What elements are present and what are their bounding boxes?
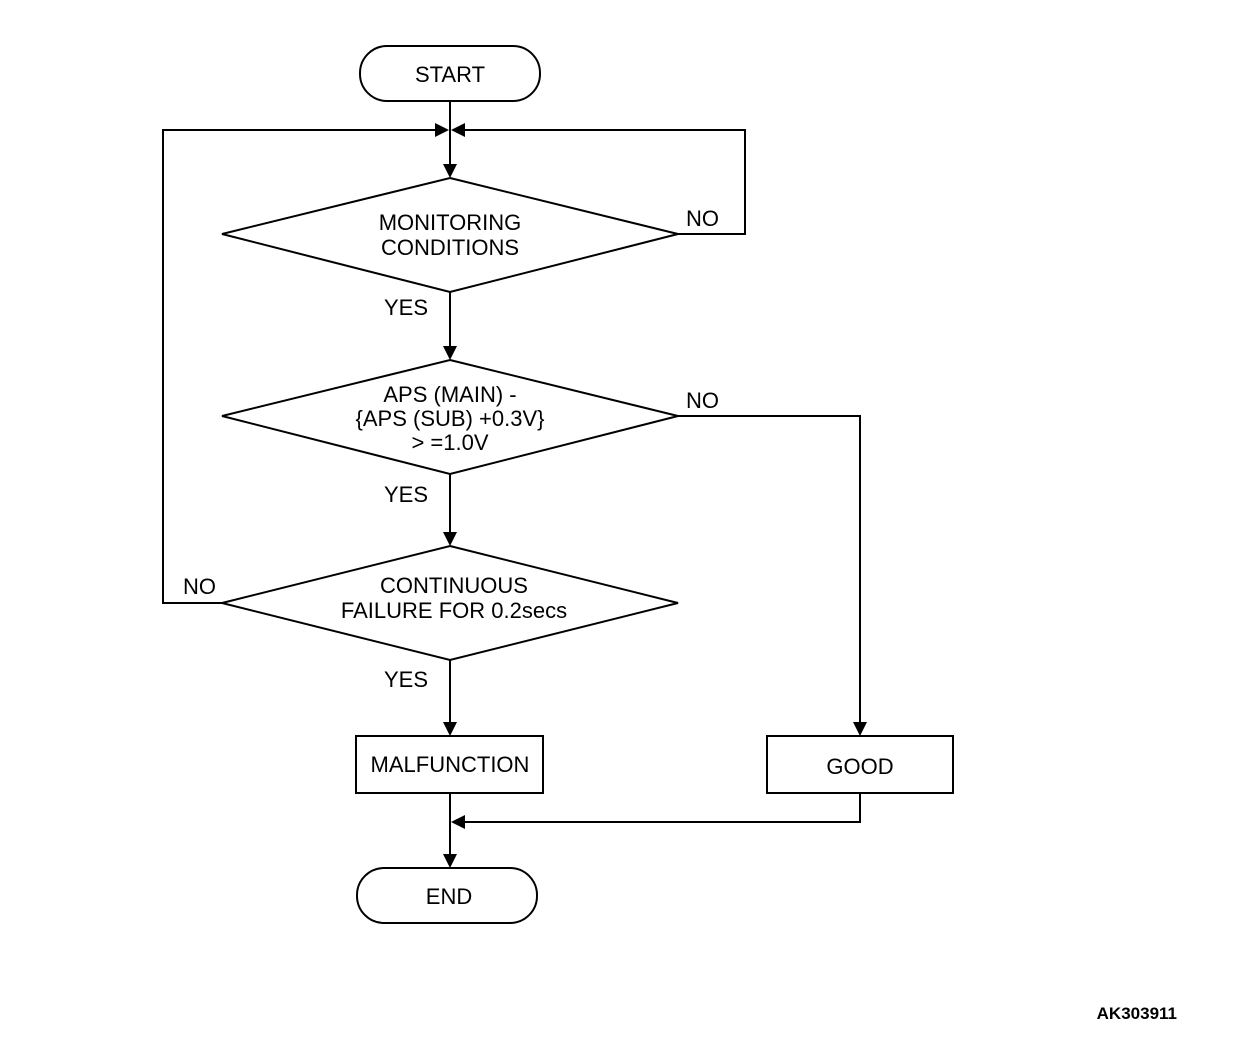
- monitoring-line-2: CONDITIONS: [381, 235, 519, 260]
- continuous-line-1: CONTINUOUS: [380, 573, 528, 598]
- malfunction-label: MALFUNCTION: [371, 752, 530, 777]
- figure-code: AK303911: [1097, 1004, 1177, 1023]
- aps-line-2: {APS (SUB) +0.3V}: [356, 406, 545, 431]
- start-terminal: [359, 45, 541, 102]
- end-label: END: [426, 884, 472, 909]
- arrow-monitoring-no-loop: [451, 123, 465, 137]
- connector-good-merge: [462, 793, 861, 823]
- end-terminal: [356, 867, 538, 924]
- connector-continuous-no-loop: [162, 129, 438, 604]
- continuous-no-label: NO: [183, 574, 216, 599]
- monitoring-yes-label: YES: [384, 295, 428, 320]
- good-label: GOOD: [826, 754, 893, 779]
- connector-aps-no: [678, 415, 861, 724]
- arrow-into-end: [443, 854, 457, 868]
- connector-monitoring-no-loop: [462, 129, 746, 235]
- continuous-decision: [221, 544, 679, 662]
- continuous-line-2: FAILURE FOR 0.2secs: [341, 598, 567, 623]
- arrow-good-merge: [451, 815, 465, 829]
- arrow-into-malfunction: [443, 722, 457, 736]
- aps-line-1: APS (MAIN) -: [383, 382, 516, 407]
- aps-no-label: NO: [686, 388, 719, 413]
- aps-decision: [221, 358, 679, 476]
- monitoring-no-label: NO: [686, 206, 719, 231]
- good-box: [766, 735, 954, 794]
- arrow-into-aps: [443, 346, 457, 360]
- continuous-yes-label: YES: [384, 667, 428, 692]
- aps-yes-label: YES: [384, 482, 428, 507]
- monitoring-decision: [221, 176, 679, 294]
- malfunction-box: [355, 735, 544, 794]
- arrow-into-continuous: [443, 532, 457, 546]
- aps-line-3: > =1.0V: [411, 430, 488, 455]
- start-label: START: [415, 62, 485, 87]
- arrow-into-monitoring: [443, 164, 457, 178]
- monitoring-line-1: MONITORING: [379, 210, 522, 235]
- arrow-into-good: [853, 722, 867, 736]
- arrow-continuous-no-loop: [435, 123, 449, 137]
